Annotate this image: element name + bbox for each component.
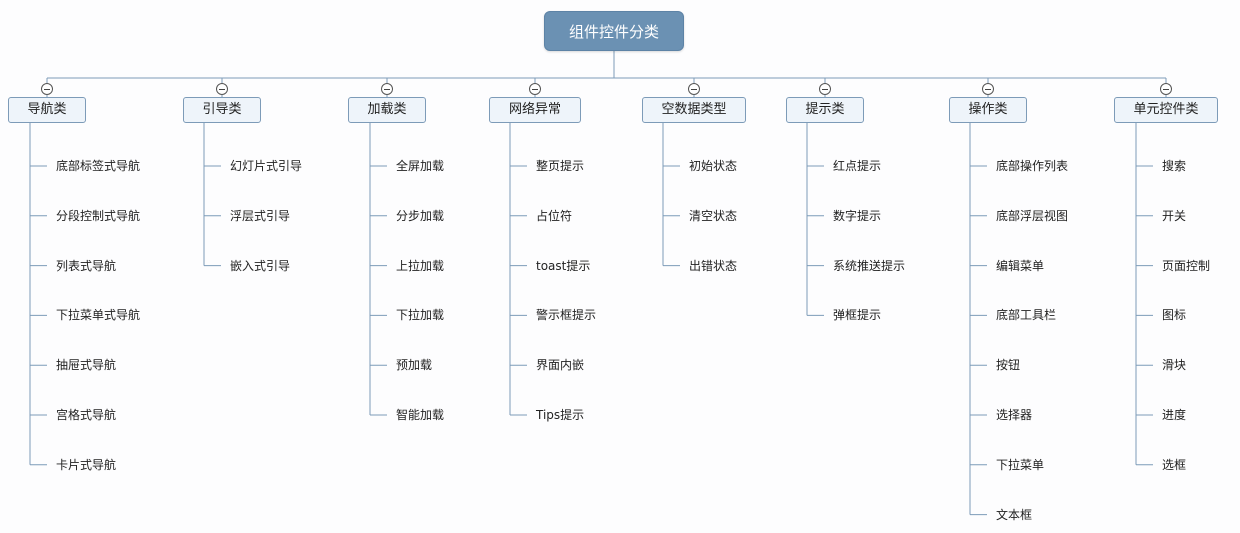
leaf-node[interactable]: 下拉菜单	[996, 457, 1045, 472]
collapse-toggle-icon[interactable]	[688, 83, 700, 95]
leaf-node[interactable]: 全屏加载	[396, 159, 445, 173]
leaf-node[interactable]: 开关	[1162, 208, 1187, 223]
leaf-node[interactable]: 选框	[1162, 457, 1187, 472]
leaf-node[interactable]: 整页提示	[536, 159, 585, 173]
leaf-node[interactable]: 界面内嵌	[536, 358, 585, 373]
branch-node[interactable]: 单元控件类	[1114, 97, 1218, 123]
leaf-node[interactable]: 红点提示	[833, 159, 882, 173]
leaf-node[interactable]: 按钮	[996, 358, 1021, 373]
leaf-node[interactable]: 选择器	[996, 408, 1033, 422]
leaf-node[interactable]: 宫格式导航	[56, 408, 117, 422]
leaf-node[interactable]: 下拉菜单式导航	[56, 308, 141, 323]
leaf-node[interactable]: 文本框	[996, 507, 1033, 522]
branch-node[interactable]: 空数据类型	[642, 97, 746, 123]
leaf-node[interactable]: 滑块	[1162, 358, 1187, 373]
leaf-node[interactable]: 占位符	[536, 208, 573, 223]
leaf-node[interactable]: 抽屉式导航	[56, 358, 117, 373]
branch-node[interactable]: 网络异常	[489, 97, 581, 123]
leaf-node[interactable]: toast提示	[536, 258, 591, 273]
leaf-node[interactable]: 清空状态	[689, 208, 738, 223]
collapse-toggle-icon[interactable]	[982, 83, 994, 95]
leaf-node[interactable]: 图标	[1162, 308, 1187, 323]
leaf-node[interactable]: 出错状态	[689, 258, 738, 273]
leaf-node[interactable]: 列表式导航	[56, 258, 117, 273]
leaf-node[interactable]: 预加载	[396, 358, 433, 373]
leaf-node[interactable]: 数字提示	[833, 208, 882, 223]
leaf-node[interactable]: 页面控制	[1162, 258, 1211, 273]
leaf-node[interactable]: 进度	[1162, 408, 1187, 422]
collapse-toggle-icon[interactable]	[529, 83, 541, 95]
leaf-node[interactable]: 底部浮层视图	[996, 208, 1069, 223]
leaf-node[interactable]: 幻灯片式引导	[230, 159, 303, 173]
branch-node[interactable]: 加载类	[348, 97, 426, 123]
collapse-toggle-icon[interactable]	[41, 83, 53, 95]
leaf-node[interactable]: 搜索	[1162, 159, 1187, 173]
leaf-node[interactable]: 卡片式导航	[56, 457, 117, 472]
leaf-node[interactable]: 浮层式引导	[230, 208, 291, 223]
branch-node[interactable]: 导航类	[8, 97, 86, 123]
branch-node[interactable]: 操作类	[949, 97, 1027, 123]
leaf-node[interactable]: 底部标签式导航	[56, 159, 141, 173]
leaf-node[interactable]: 编辑菜单	[996, 258, 1045, 273]
leaf-node[interactable]: 警示框提示	[536, 308, 597, 323]
leaf-node[interactable]: 弹框提示	[833, 308, 882, 323]
collapse-toggle-icon[interactable]	[216, 83, 228, 95]
branch-node[interactable]: 引导类	[183, 97, 261, 123]
root-node[interactable]: 组件控件分类	[544, 11, 684, 51]
leaf-node[interactable]: 分段控制式导航	[56, 208, 141, 223]
collapse-toggle-icon[interactable]	[1160, 83, 1172, 95]
leaf-node[interactable]: 嵌入式引导	[230, 258, 291, 273]
branch-node[interactable]: 提示类	[786, 97, 864, 123]
leaf-node[interactable]: 底部工具栏	[996, 308, 1057, 323]
leaf-node[interactable]: 上拉加载	[396, 258, 445, 273]
collapse-toggle-icon[interactable]	[381, 83, 393, 95]
leaf-node[interactable]: 底部操作列表	[996, 159, 1069, 173]
leaf-node[interactable]: 分步加载	[396, 208, 445, 223]
leaf-node[interactable]: 下拉加载	[396, 308, 445, 323]
leaf-node[interactable]: Tips提示	[536, 408, 585, 422]
leaf-node[interactable]: 初始状态	[689, 159, 738, 173]
leaf-node[interactable]: 系统推送提示	[833, 258, 906, 273]
collapse-toggle-icon[interactable]	[819, 83, 831, 95]
leaf-node[interactable]: 智能加载	[396, 408, 445, 422]
